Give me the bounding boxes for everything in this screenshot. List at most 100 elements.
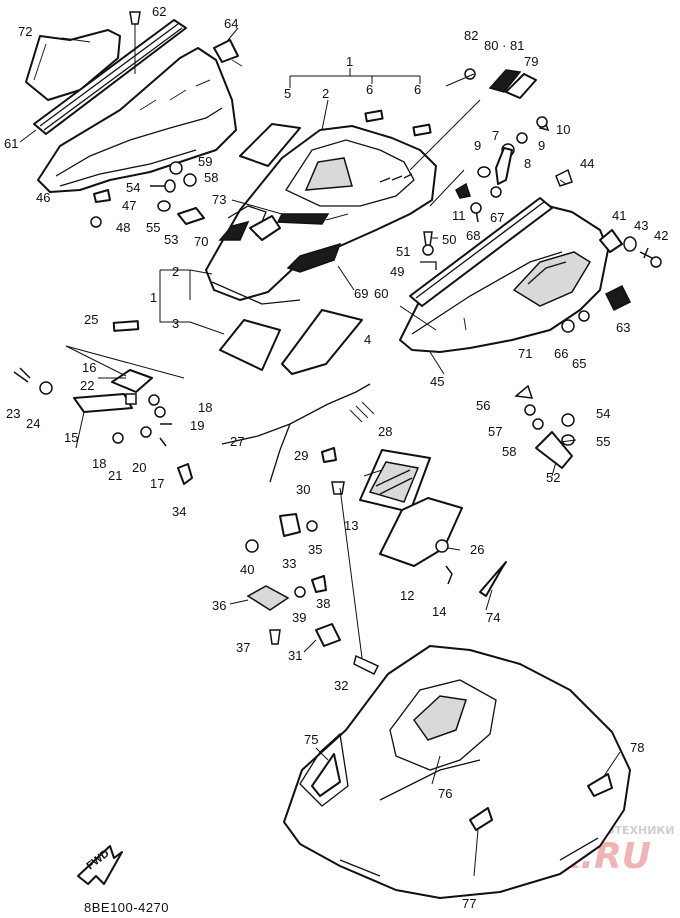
- callout-41: 41: [612, 208, 626, 223]
- callout-6-a: 6: [366, 82, 373, 97]
- callout-63: 63: [616, 320, 630, 335]
- callout-27: 27: [230, 434, 244, 449]
- callout-23: 23: [6, 406, 20, 421]
- part-shield-lower-panel: [37, 47, 237, 193]
- part-air-duct: [359, 449, 507, 597]
- callout-8: 8: [524, 156, 531, 171]
- callout-5: 5: [284, 86, 291, 101]
- callout-9-b: 9: [538, 138, 545, 153]
- callout-37: 37: [236, 640, 250, 655]
- callout-20: 20: [132, 460, 146, 475]
- part-latch-assembly: [13, 345, 193, 485]
- part-rear-cowl: [283, 645, 631, 899]
- callout-74: 74: [486, 610, 500, 625]
- callout-65: 65: [572, 356, 586, 371]
- callout-67: 67: [490, 210, 504, 225]
- callout-4: 4: [364, 332, 371, 347]
- callout-39: 39: [292, 610, 306, 625]
- callout-40: 40: [240, 562, 254, 577]
- part-windshield: [25, 29, 121, 101]
- callout-56: 56: [476, 398, 490, 413]
- callout-25: 25: [84, 312, 98, 327]
- callout-11: 11: [452, 208, 466, 223]
- callout-43: 43: [634, 218, 648, 233]
- callout-35: 35: [308, 542, 322, 557]
- callout-78: 78: [630, 740, 644, 755]
- callout-44: 44: [580, 156, 594, 171]
- callout-32: 32: [334, 678, 348, 693]
- part-hood-lower-sections: [112, 309, 363, 375]
- callout-19: 19: [190, 418, 204, 433]
- callout-30: 30: [296, 482, 310, 497]
- part-top-screw: [129, 11, 141, 74]
- part-hood-pads: [364, 109, 432, 137]
- callout-45: 45: [430, 374, 444, 389]
- fwd-arrow: FWD: [77, 845, 123, 885]
- part-cable-clip: [321, 447, 345, 495]
- part-latch-cable: [221, 383, 375, 483]
- callout-1-top: 1: [346, 54, 353, 69]
- callout-52: 52: [546, 470, 560, 485]
- part-lower-bracket: [246, 575, 327, 645]
- callout-12: 12: [400, 588, 414, 603]
- part-upper-bracket: [213, 39, 243, 67]
- callout-53: 53: [164, 232, 178, 247]
- callout-15: 15: [64, 430, 78, 445]
- callout-28: 28: [378, 424, 392, 439]
- callout-26: 26: [470, 542, 484, 557]
- part-hood-side-trim: [227, 205, 281, 241]
- callout-46: 46: [36, 190, 50, 205]
- callout-55-right: 55: [596, 434, 610, 449]
- part-cowl-hardware: [599, 229, 662, 268]
- callout-57: 57: [488, 424, 502, 439]
- callout-18-a: 18: [198, 400, 212, 415]
- callout-80-81: 80 · 81: [484, 38, 524, 53]
- callout-10: 10: [556, 122, 570, 137]
- part-cowl-molding: [409, 197, 553, 307]
- part-mount-bracket: [245, 513, 318, 553]
- part-cowl-grip: [604, 284, 632, 312]
- drawing-code: 8BE100-4270: [84, 900, 169, 915]
- callout-34: 34: [172, 504, 186, 519]
- callout-69: 69: [354, 286, 368, 301]
- part-grommets: [561, 310, 590, 333]
- callout-70: 70: [194, 234, 208, 249]
- callout-54-right: 54: [596, 406, 610, 421]
- callout-42: 42: [654, 228, 668, 243]
- callout-72: 72: [18, 24, 32, 39]
- callout-38: 38: [316, 596, 330, 611]
- callout-2-left: 2: [172, 264, 179, 279]
- callout-62: 62: [152, 4, 166, 19]
- callout-60: 60: [374, 286, 388, 301]
- callout-49: 49: [390, 264, 404, 279]
- callout-labels: 1 1 5 2 2 3 4 6 6 7 8 9 9 10 11 12 13 14…: [4, 4, 668, 911]
- callout-18-b: 18: [92, 456, 106, 471]
- callout-24: 24: [26, 416, 40, 431]
- callout-47: 47: [122, 198, 136, 213]
- part-hood-side-panel: [239, 123, 301, 167]
- callout-77: 77: [462, 896, 476, 911]
- callout-82: 82: [464, 28, 478, 43]
- callout-6-b: 6: [414, 82, 421, 97]
- callout-71: 71: [518, 346, 532, 361]
- callout-61: 61: [4, 136, 18, 151]
- callout-51: 51: [396, 244, 410, 259]
- callout-22: 22: [80, 378, 94, 393]
- callout-75: 75: [304, 732, 318, 747]
- part-main-hood: [205, 125, 437, 305]
- callout-58-left: 58: [204, 170, 218, 185]
- callout-36: 36: [212, 598, 226, 613]
- callout-66: 66: [554, 346, 568, 361]
- callout-58-right: 58: [502, 444, 516, 459]
- callout-73: 73: [212, 192, 226, 207]
- part-right-latch: [514, 384, 575, 469]
- callout-54-left: 54: [126, 180, 140, 195]
- callout-14: 14: [432, 604, 446, 619]
- callout-1-left: 1: [150, 290, 157, 305]
- callout-7: 7: [492, 128, 499, 143]
- callout-59: 59: [198, 154, 212, 169]
- callout-2-top: 2: [322, 86, 329, 101]
- callout-31: 31: [288, 648, 302, 663]
- callout-64: 64: [224, 16, 238, 31]
